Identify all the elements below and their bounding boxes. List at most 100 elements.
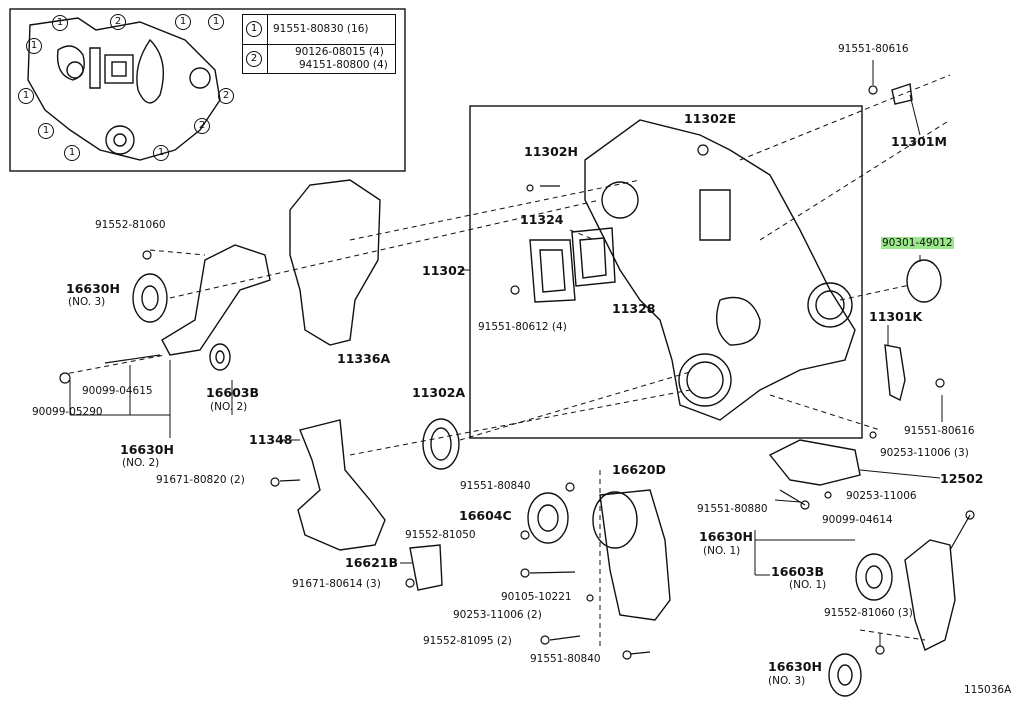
bolt-icon (142, 250, 152, 260)
part-label[interactable]: 90253-11006 (2) (453, 609, 542, 621)
callout-2: 2 (218, 88, 234, 104)
part-label[interactable]: 11302H (524, 144, 578, 159)
legend-part[interactable]: 94151-80800 (4) (299, 59, 388, 71)
part-label[interactable]: 16630H (699, 529, 753, 544)
part-label: (NO. 2) (210, 401, 248, 413)
part-label: (NO. 2) (122, 457, 160, 469)
legend-key: 2 (246, 51, 262, 67)
bolt-icon (520, 530, 530, 540)
bolt-icon (59, 372, 71, 384)
pulley-16604c (527, 492, 569, 544)
inset-cover-drawing (27, 17, 221, 161)
part-label[interactable]: 16630H (66, 281, 120, 296)
legend-part[interactable]: 91551-80830 (16) (273, 23, 369, 35)
part-label[interactable]: 16621B (345, 555, 399, 570)
gasket-11328 (571, 227, 616, 287)
part-label[interactable]: 91552-81060 (95, 219, 166, 231)
callout-1: 1 (18, 88, 34, 104)
part-label[interactable]: 91551-80612 (4) (478, 321, 567, 333)
bracket-11336a (289, 179, 381, 346)
bolt-icon (875, 645, 885, 655)
bolt-icon (824, 491, 832, 499)
part-label[interactable]: 90099-04615 (82, 385, 153, 397)
bolt-icon (622, 650, 632, 660)
part-label[interactable]: 91551-80616 (904, 425, 975, 437)
bracket-16621b (409, 544, 443, 591)
part-label[interactable]: 91551-80616 (838, 43, 909, 55)
part-label[interactable]: 91552-81050 (405, 529, 476, 541)
part-label[interactable]: 11302 (422, 263, 466, 278)
bolt-icon (405, 578, 415, 588)
callout-1: 1 (26, 38, 42, 54)
part-label: (NO. 3) (768, 675, 806, 687)
part-label[interactable]: 90099-04614 (822, 514, 893, 526)
fastener-legend: 1 91551-80830 (16) 2 90126-08015 (4) 941… (242, 14, 396, 74)
idler-16603b-top (209, 343, 231, 371)
o-ring-90301 (906, 259, 942, 303)
part-label[interactable]: 91551-80840 (460, 480, 531, 492)
part-label[interactable]: 16630H (768, 659, 822, 674)
legend-part[interactable]: 90126-08015 (4) (295, 46, 384, 58)
tensioner-16620d (592, 489, 671, 621)
cover-frame (469, 105, 863, 439)
legend-key: 1 (246, 21, 262, 37)
part-label[interactable]: 91552-81060 (3) (824, 607, 913, 619)
callout-2: 2 (194, 118, 210, 134)
part-label: (NO. 1) (703, 545, 741, 557)
callout-1: 1 (153, 145, 169, 161)
part-label[interactable]: 91552-81095 (2) (423, 635, 512, 647)
part-label[interactable]: 11301M (891, 134, 947, 149)
part-label[interactable]: 11336A (337, 351, 391, 366)
part-label[interactable]: 11348 (249, 432, 293, 447)
part-label[interactable]: 16603B (206, 385, 260, 400)
part-label[interactable]: 90253-11006 (846, 490, 917, 502)
part-label[interactable]: 16603B (771, 564, 825, 579)
tensioner-bracket-top (161, 244, 271, 356)
bracket-11348 (297, 419, 386, 551)
part-label[interactable]: 11328 (612, 301, 656, 316)
part-label[interactable]: 91551-80840 (530, 653, 601, 665)
inset-frame (9, 8, 406, 172)
part-label[interactable]: 16630H (120, 442, 174, 457)
pulley-16630h-no3-bot (828, 653, 862, 697)
part-label[interactable]: 91671-80820 (2) (156, 474, 245, 486)
part-label[interactable]: 91671-80614 (3) (292, 578, 381, 590)
bolt-icon (270, 477, 280, 487)
callout-1: 1 (64, 145, 80, 161)
gasket-11324 (529, 239, 576, 303)
callout-1: 1 (52, 15, 68, 31)
part-label[interactable]: 91551-80880 (697, 503, 768, 515)
part-label-highlighted[interactable]: 90301-49012 (881, 237, 954, 249)
part-label[interactable]: 11302E (684, 111, 737, 126)
bolt-icon (565, 482, 575, 492)
legend-row: 2 90126-08015 (4) 94151-80800 (4) (243, 44, 395, 74)
figure-id: 115036A (964, 684, 1012, 696)
timing-cover-drawing (584, 119, 856, 421)
part-label[interactable]: 16620D (612, 462, 666, 477)
part-label[interactable]: 11324 (520, 212, 564, 227)
callout-1: 1 (208, 14, 224, 30)
part-label[interactable]: 12502 (940, 471, 984, 486)
callout-2: 2 (110, 14, 126, 30)
part-label[interactable]: 11302A (412, 385, 466, 400)
callout-1: 1 (175, 14, 191, 30)
sensor-11301k (884, 344, 906, 402)
bolt-icon (510, 285, 520, 295)
bolt-icon (586, 594, 594, 602)
bolt-icon (526, 184, 534, 192)
bolt-icon (935, 378, 945, 388)
sensor-11301m (891, 83, 913, 105)
oil-seal-11302a (422, 418, 460, 470)
legend-row: 1 91551-80830 (16) (243, 15, 395, 44)
part-label[interactable]: 90253-11006 (3) (880, 447, 969, 459)
bolt-icon (540, 635, 550, 645)
part-label[interactable]: 90105-10221 (501, 591, 572, 603)
part-label[interactable]: 16604C (459, 508, 512, 523)
bracket-12502 (768, 439, 861, 486)
tensioner-bracket-bot (904, 539, 956, 651)
part-label[interactable]: 90099-05290 (32, 406, 103, 418)
part-label[interactable]: 11301K (869, 309, 923, 324)
bolt-icon (868, 85, 878, 95)
bolt-icon (520, 568, 530, 578)
